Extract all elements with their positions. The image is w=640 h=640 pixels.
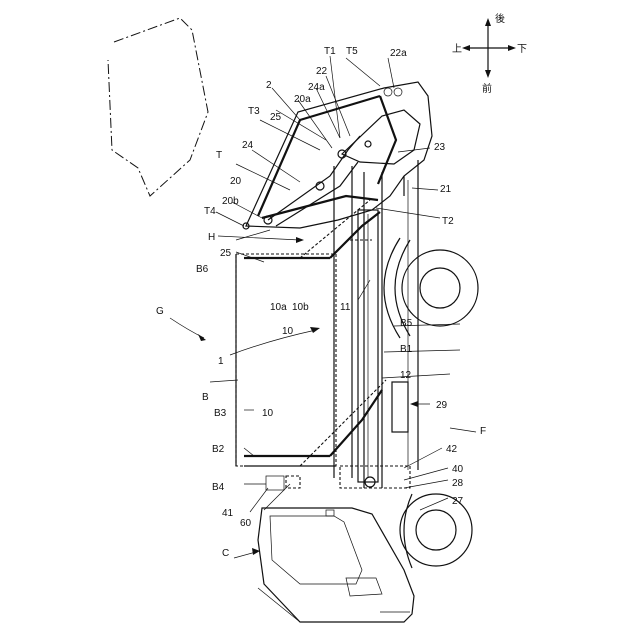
label-27: 27	[452, 496, 464, 507]
label-25-top: 25	[270, 112, 282, 123]
label-10-inner: 10	[262, 408, 274, 419]
label-b: B	[202, 392, 209, 403]
label-10b: 10b	[292, 302, 309, 313]
label-10a: 10a	[270, 302, 287, 313]
cargo-body	[236, 200, 410, 490]
label-f: F	[480, 426, 486, 437]
label-g: G	[156, 306, 164, 317]
label-h: H	[208, 232, 215, 243]
label-10: 10	[282, 326, 294, 337]
tailgate-open-outline	[108, 18, 208, 196]
label-12: 12	[400, 370, 412, 381]
label-t3: T3	[248, 106, 260, 117]
label-41: 41	[222, 508, 234, 519]
label-42: 42	[446, 444, 458, 455]
label-c: C	[222, 548, 229, 559]
label-29: 29	[436, 400, 448, 411]
compass-down: 下	[517, 44, 527, 55]
label-60: 60	[240, 518, 252, 529]
label-2: 2	[266, 80, 272, 91]
direction-compass: 後 前 上 下	[452, 12, 527, 95]
label-24: 24	[242, 140, 254, 151]
compass-front: 前	[482, 82, 492, 95]
label-11: 11	[340, 302, 351, 313]
rear-wheel	[384, 238, 478, 338]
label-t2: T2	[442, 216, 454, 227]
label-b4: B4	[212, 482, 225, 493]
label-28: 28	[452, 478, 464, 489]
cab	[258, 508, 414, 622]
label-23: 23	[434, 142, 446, 153]
label-t4: T4	[204, 206, 216, 217]
label-t: T	[216, 150, 222, 161]
compass-rear: 後	[495, 12, 505, 25]
label-b2: B2	[212, 444, 225, 455]
label-b3: B3	[214, 408, 227, 419]
label-1: 1	[218, 356, 224, 367]
label-21: 21	[440, 184, 452, 195]
label-40: 40	[452, 464, 464, 475]
label-22: 22	[316, 66, 328, 77]
label-20: 20	[230, 176, 242, 187]
label-22a: 22a	[390, 48, 407, 59]
label-t5: T5	[346, 46, 358, 57]
label-20a: 20a	[294, 94, 311, 105]
label-25-left: 25	[220, 248, 232, 259]
label-24a: 24a	[308, 82, 325, 93]
label-20b: 20b	[222, 196, 239, 207]
compass-up: 上	[452, 43, 462, 55]
label-b6: B6	[196, 264, 209, 275]
label-t1: T1	[324, 46, 336, 57]
label-b1: B1	[400, 344, 413, 355]
label-b5: B5	[400, 318, 413, 329]
